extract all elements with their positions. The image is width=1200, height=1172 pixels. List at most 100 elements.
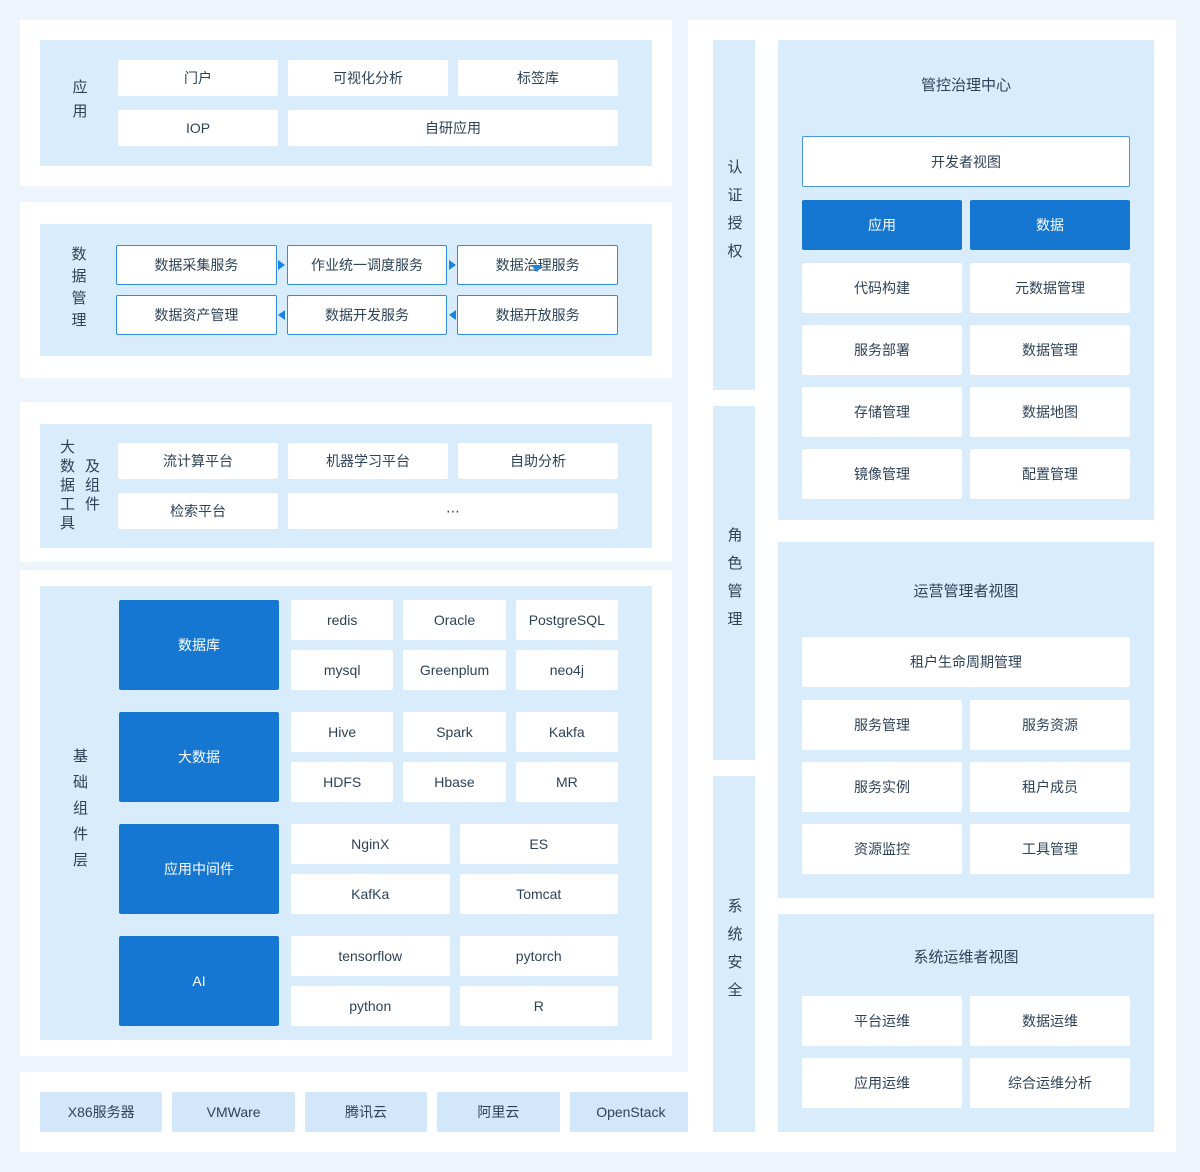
infra-box: OpenStack [569, 1092, 693, 1132]
section-data-management: 数据管理 数据采集服务 作业统一调度服务 数据治理服务 数据资产管理 数据开发服… [20, 202, 672, 378]
panel-operation-manager-view: 运营管理者视图 租户生命周期管理 服务管理 服务资源 服务实例 租户成员 资源监… [778, 542, 1154, 898]
diagram-box: NginX [291, 824, 450, 864]
diagram-box: 门户 [118, 60, 278, 96]
diagram-box: Hbase [403, 762, 506, 802]
group-title-box: AI [119, 936, 279, 1026]
diagram-box: 数据管理 [970, 325, 1130, 375]
diagram-box: 自助分析 [458, 443, 618, 479]
diagram-box: 工具管理 [970, 824, 1130, 874]
diagram-box: 数据采集服务 [116, 245, 277, 285]
diagram-box: 机器学习平台 [288, 443, 448, 479]
group-title-box: 应用中间件 [119, 824, 279, 914]
bar-role-management-label: 角色管理 [725, 527, 743, 639]
diagram-box: python [291, 986, 450, 1026]
base-components-panel: 基础组件层 数据库 redis Oracle PostgreSQL mysql … [40, 586, 652, 1040]
diagram-box: 应用运维 [802, 1058, 962, 1108]
diagram-box: 服务实例 [802, 762, 962, 812]
diagram-box: 检索平台 [118, 493, 278, 529]
bar-authentication-label: 认证授权 [725, 159, 743, 271]
bar-authentication: 认证授权 [713, 40, 755, 390]
group-title-box: 数据库 [119, 600, 279, 690]
diagram-box: 镜像管理 [802, 449, 962, 499]
bar-system-security-label: 系统安全 [725, 898, 743, 1010]
group-middleware: 应用中间件 NginX ES KafKa Tomcat [119, 824, 618, 914]
arrow-right-icon [277, 245, 287, 285]
panel-title: 运营管理者视图 [913, 583, 1019, 600]
application-label-col: 应用 [40, 40, 118, 166]
diagram-box: 数据资产管理 [116, 295, 277, 335]
diagram-box: 标签库 [458, 60, 618, 96]
bigdata-tools-panel: 大数据工具 及组件 流计算平台 机器学习平台 自助分析 检索平台 ⋯ [40, 424, 652, 548]
bigdata-tools-label-1: 大数据工具 [58, 438, 75, 534]
diagram-box: Spark [403, 712, 506, 752]
diagram-box: MR [515, 762, 618, 802]
diagram-box: 服务管理 [802, 700, 962, 750]
infra-box: VMWare [172, 1092, 295, 1132]
diagram-box: Greenplum [403, 650, 506, 690]
section-infrastructure: X86服务器 VMWare 腾讯云 阿里云 OpenStack [20, 1072, 712, 1152]
section-right-governance: 认证授权 角色管理 系统安全 管控治理中心 开发者视图 应用 数据 代码构建 元… [688, 20, 1176, 1152]
arrow-right-icon [447, 245, 457, 285]
panel-title: 管控治理中心 [920, 77, 1011, 94]
group-database: 数据库 redis Oracle PostgreSQL mysql Greenp… [119, 600, 618, 690]
diagram-box: redis [291, 600, 394, 640]
diagram-box: KafKa [291, 874, 450, 914]
arrow-left-icon [447, 295, 457, 335]
arrow-down-icon [531, 265, 543, 272]
developer-view-box: 开发者视图 [802, 136, 1130, 187]
bigdata-tools-label-col: 大数据工具 及组件 [40, 424, 118, 548]
base-components-label-col: 基础组件层 [40, 586, 119, 1040]
diagram-box: mysql [291, 650, 394, 690]
bigdata-tools-label-2: 及组件 [83, 457, 100, 515]
diagram-box: 资源监控 [802, 824, 962, 874]
section-application: 应用 门户 可视化分析 标签库 IOP 自研应用 [20, 20, 672, 186]
tab-application: 应用 [802, 200, 962, 250]
diagram-box: IOP [118, 110, 278, 146]
base-components-label: 基础组件层 [71, 748, 88, 878]
diagram-box: Oracle [403, 600, 506, 640]
diagram-box: 自研应用 [288, 110, 618, 146]
diagram-box: 服务资源 [970, 700, 1130, 750]
diagram-box: 租户成员 [970, 762, 1130, 812]
diagram-box: pytorch [459, 936, 618, 976]
panel-title: 系统运维者视图 [913, 949, 1019, 966]
diagram-box: Kakfa [515, 712, 618, 752]
diagram-box: 数据运维 [970, 996, 1130, 1046]
group-title-box: 大数据 [119, 712, 279, 802]
diagram-box: 平台运维 [802, 996, 962, 1046]
diagram-box: HDFS [291, 762, 394, 802]
diagram-box: tensorflow [291, 936, 450, 976]
data-management-label: 数据管理 [69, 246, 87, 334]
diagram-box: 租户生命周期管理 [802, 637, 1130, 687]
diagram-box: ES [459, 824, 618, 864]
diagram-box: 存储管理 [802, 387, 962, 437]
diagram-box: ⋯ [288, 493, 618, 529]
panel-governance-center: 管控治理中心 开发者视图 应用 数据 代码构建 元数据管理 服务部署 数据管理 … [778, 40, 1154, 520]
diagram-box: 数据地图 [970, 387, 1130, 437]
diagram-box: PostgreSQL [515, 600, 618, 640]
bar-system-security: 系统安全 [713, 776, 755, 1132]
diagram-box: 流计算平台 [118, 443, 278, 479]
diagram-box: R [459, 986, 618, 1026]
diagram-box: Tomcat [459, 874, 618, 914]
diagram-box: 数据开放服务 [457, 295, 619, 335]
bar-role-management: 角色管理 [713, 406, 755, 760]
diagram-box: 作业统一调度服务 [286, 245, 448, 285]
diagram-box: Hive [291, 712, 394, 752]
arrow-left-icon [277, 295, 287, 335]
group-bigdata: 大数据 Hive Spark Kakfa HDFS Hbase MR [119, 712, 618, 802]
infra-box: 腾讯云 [304, 1092, 428, 1132]
diagram-box: 配置管理 [970, 449, 1130, 499]
diagram-box: 代码构建 [802, 263, 962, 313]
data-management-panel: 数据管理 数据采集服务 作业统一调度服务 数据治理服务 数据资产管理 数据开发服… [40, 224, 652, 356]
infra-box: X86服务器 [40, 1092, 163, 1132]
tab-data: 数据 [970, 200, 1130, 250]
panel-system-ops-view: 系统运维者视图 平台运维 数据运维 应用运维 综合运维分析 [778, 914, 1154, 1132]
application-panel: 应用 门户 可视化分析 标签库 IOP 自研应用 [40, 40, 652, 166]
diagram-box: 综合运维分析 [970, 1058, 1130, 1108]
diagram-box: 可视化分析 [288, 60, 448, 96]
diagram-box: 数据开发服务 [286, 295, 448, 335]
diagram-box: 服务部署 [802, 325, 962, 375]
infra-box: 阿里云 [437, 1092, 560, 1132]
application-label: 应用 [70, 79, 88, 127]
